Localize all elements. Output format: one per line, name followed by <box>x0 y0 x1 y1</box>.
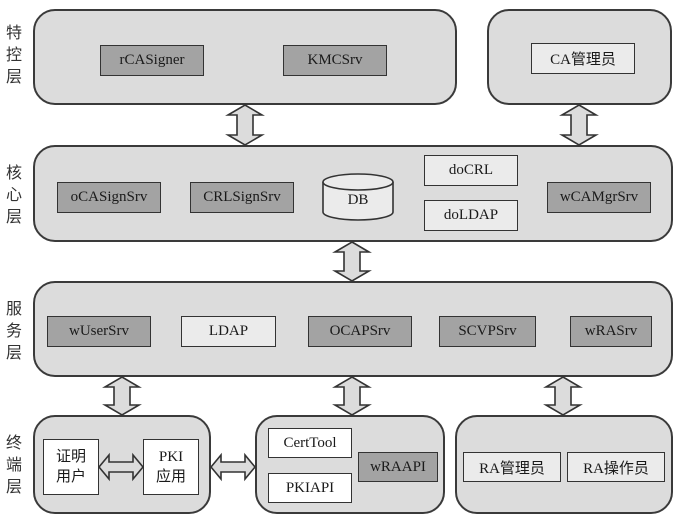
doldap-box: doLDAP <box>424 200 518 231</box>
layer-label-core: 核 心 层 <box>4 162 24 228</box>
label-char: 端 <box>5 455 22 474</box>
label-char: 层 <box>5 477 22 496</box>
label-char: 核 <box>5 163 22 182</box>
label-char: 层 <box>5 207 22 226</box>
double-arrow-vertical-icon <box>332 241 372 282</box>
db-cylinder-icon <box>322 173 394 221</box>
label-char: 服 <box>5 299 22 318</box>
pki-app-line: PKI <box>158 449 184 465</box>
label-char: 务 <box>5 321 22 340</box>
db-label: DB <box>347 191 369 208</box>
double-arrow-vertical-icon <box>559 104 599 146</box>
cert-user-line: 证明 <box>55 449 86 465</box>
label-char: 特 <box>5 23 22 42</box>
label-char: 控 <box>5 45 22 64</box>
label-char: 层 <box>5 343 22 362</box>
double-arrow-vertical-icon <box>225 104 265 146</box>
ocapsrv-box: OCAPSrv <box>308 316 412 347</box>
ra-operator-box: RA操作员 <box>567 452 665 482</box>
double-arrow-vertical-icon <box>102 376 142 416</box>
double-arrow-vertical-icon <box>543 376 583 416</box>
layer-label-privileged: 特 控 层 <box>4 22 24 88</box>
ca-admin-box: CA管理员 <box>531 43 635 74</box>
crlsignsrv-box: CRLSignSrv <box>190 182 294 213</box>
docrl-box: doCRL <box>424 155 518 186</box>
double-arrow-horizontal-icon <box>209 452 257 482</box>
pkiapi-box: PKIAPI <box>268 473 352 503</box>
wrasrv-box: wRASrv <box>570 316 652 347</box>
rcasigner-box: rCASigner <box>100 45 204 76</box>
wusersrv-box: wUserSrv <box>47 316 151 347</box>
ocasignsrv-box: oCASignSrv <box>57 182 161 213</box>
kmcsrv-box: KMCSrv <box>283 45 387 76</box>
layer-label-service: 服 务 层 <box>4 298 24 364</box>
label-char: 终 <box>5 433 22 452</box>
cert-user-line: 用户 <box>55 469 86 485</box>
pki-app-box: PKI 应用 <box>143 439 199 495</box>
label-char: 心 <box>5 185 22 204</box>
wcamgrsrv-box: wCAMgrSrv <box>547 182 651 213</box>
double-arrow-vertical-icon <box>332 376 372 416</box>
wraapi-box: wRAAPI <box>358 452 438 482</box>
cert-user-box: 证明 用户 <box>43 439 99 495</box>
ldap-box: LDAP <box>181 316 276 347</box>
pki-app-line: 应用 <box>155 469 186 485</box>
double-arrow-horizontal-icon <box>97 452 145 482</box>
layer-label-terminal: 终 端 层 <box>4 432 24 498</box>
ra-admin-box: RA管理员 <box>463 452 561 482</box>
certtool-box: CertTool <box>268 428 352 458</box>
label-char: 层 <box>5 67 22 86</box>
scvpsrv-box: SCVPSrv <box>439 316 536 347</box>
privileged-layer-panel <box>33 9 457 105</box>
